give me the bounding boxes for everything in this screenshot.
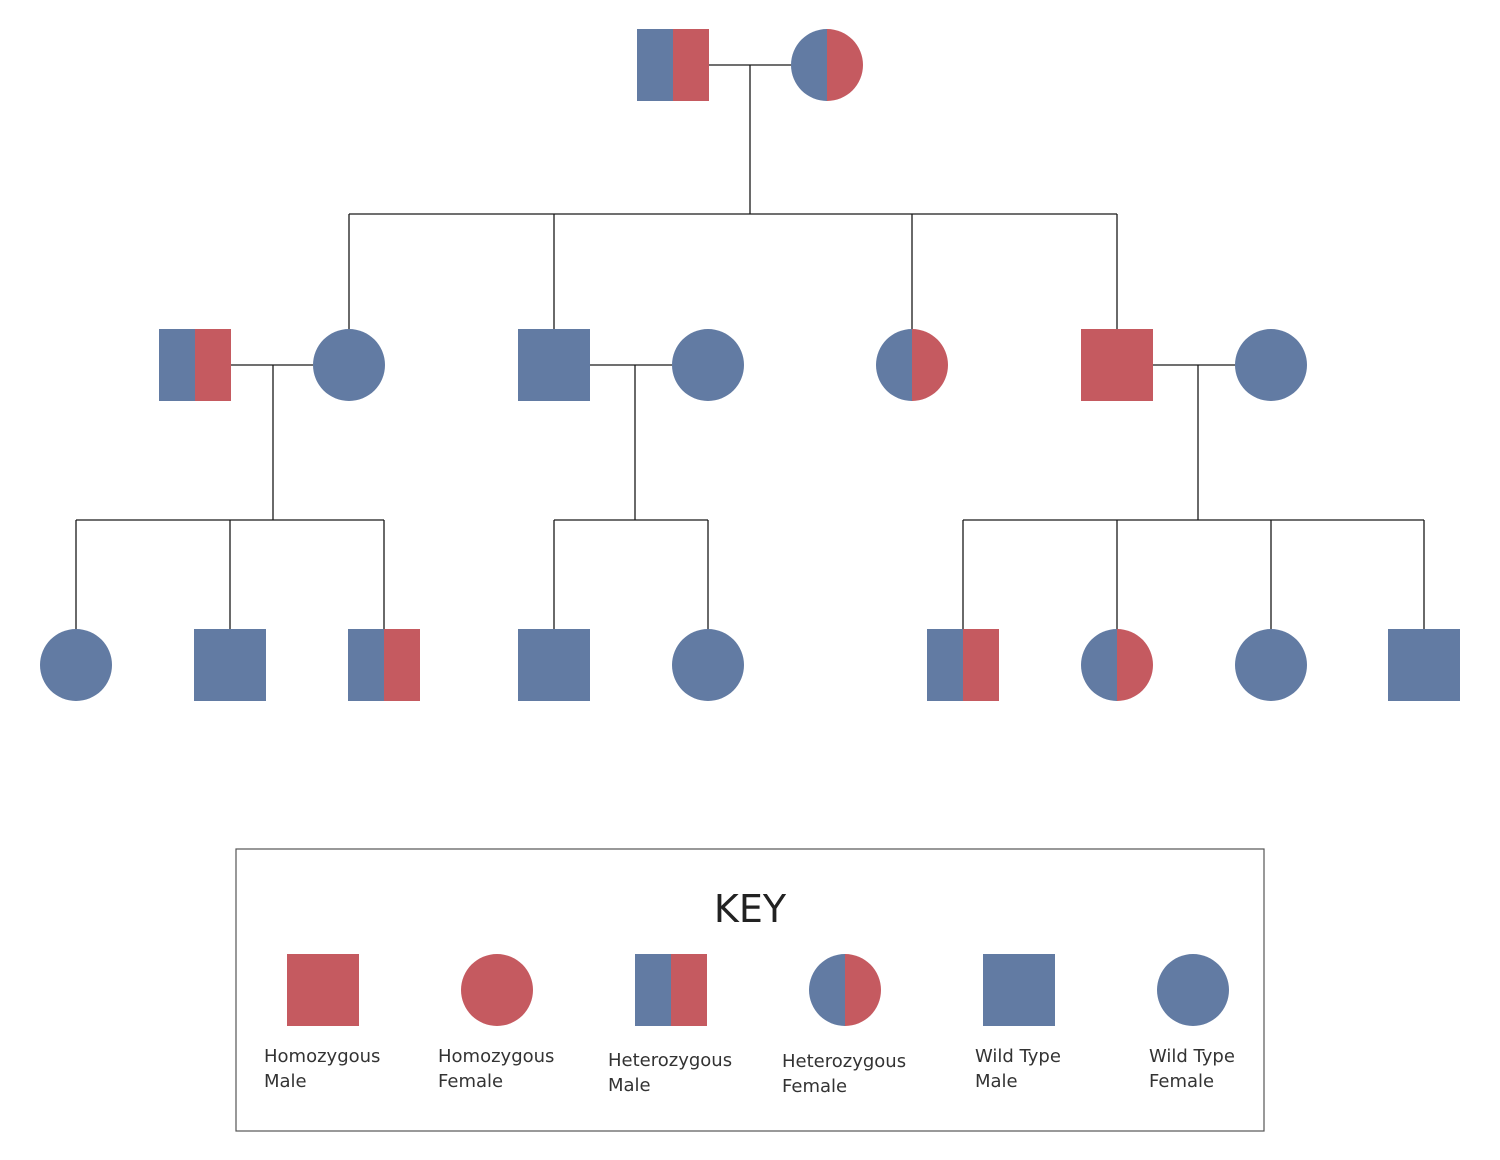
key-label-line2: Male: [264, 1071, 307, 1092]
symbol-left-half: [876, 329, 912, 401]
wild-type-female-symbol: [313, 329, 385, 401]
wild-type-male-symbol: [1388, 629, 1460, 701]
key-homozygous-male-symbol: [287, 954, 359, 1026]
symbol-right-half: [963, 629, 999, 701]
female-circle: [672, 629, 744, 701]
key-homozygous-female-symbol: [461, 954, 533, 1026]
wild-type-male-symbol: [518, 629, 590, 701]
symbol-right-half: [912, 329, 948, 401]
key-label-line2: Female: [782, 1076, 847, 1097]
wild-type-female-symbol: [672, 629, 744, 701]
female-circle: [1235, 629, 1307, 701]
male-square: [518, 629, 590, 701]
pedigree-connectors: [75, 64, 1425, 629]
wild-type-male-symbol: [518, 329, 590, 401]
female-circle: [313, 329, 385, 401]
wild-type-female-symbol: [1235, 629, 1307, 701]
male-square: [518, 329, 590, 401]
male-square: [287, 954, 359, 1026]
female-circle: [1235, 329, 1307, 401]
symbol-right-half: [673, 29, 709, 101]
wild-type-female-symbol: [1235, 329, 1307, 401]
key-wild-type-male-symbol: [983, 954, 1055, 1026]
female-circle: [461, 954, 533, 1026]
symbol-left-half: [791, 29, 827, 101]
symbol-right-half: [195, 329, 231, 401]
symbol-left-half: [159, 329, 195, 401]
heterozygous-male-symbol: [159, 329, 231, 401]
key-label-line1: Homozygous: [438, 1046, 554, 1067]
symbol-left-half: [348, 629, 384, 701]
key-heterozygous-male-symbol: [635, 954, 707, 1026]
heterozygous-male-symbol: [348, 629, 420, 701]
wild-type-male-symbol: [194, 629, 266, 701]
key-heterozygous-female-symbol: [809, 954, 881, 1026]
symbol-left-half: [637, 29, 673, 101]
key-label-line1: Heterozygous: [782, 1051, 906, 1072]
wild-type-female-symbol: [40, 629, 112, 701]
male-square: [194, 629, 266, 701]
female-circle: [40, 629, 112, 701]
key-items: HomozygousMaleHomozygousFemaleHeterozygo…: [264, 954, 1235, 1097]
symbol-right-half: [384, 629, 420, 701]
key-label-line1: Wild Type: [975, 1046, 1061, 1067]
key-wild-type-female-symbol: [1157, 954, 1229, 1026]
key-label-line2: Male: [975, 1071, 1018, 1092]
key-label-line1: Homozygous: [264, 1046, 380, 1067]
key-label-line2: Female: [1149, 1071, 1214, 1092]
male-square: [983, 954, 1055, 1026]
key-box: [235, 848, 1265, 1132]
key-label-line2: Male: [608, 1075, 651, 1096]
homozygous-male-symbol: [1081, 329, 1153, 401]
symbol-left-half: [635, 954, 671, 1026]
pedigree-individuals: [40, 29, 1460, 701]
symbol-left-half: [809, 954, 845, 1026]
heterozygous-male-symbol: [637, 29, 709, 101]
symbol-right-half: [671, 954, 707, 1026]
female-circle: [672, 329, 744, 401]
wild-type-female-symbol: [672, 329, 744, 401]
symbol-right-half: [1117, 629, 1153, 701]
female-circle: [1157, 954, 1229, 1026]
key-label-line1: Heterozygous: [608, 1050, 732, 1071]
key-label-line2: Female: [438, 1071, 503, 1092]
symbol-left-half: [927, 629, 963, 701]
heterozygous-female-symbol: [1081, 629, 1153, 701]
male-square: [1081, 329, 1153, 401]
heterozygous-male-symbol: [927, 629, 999, 701]
key-label-line1: Wild Type: [1149, 1046, 1235, 1067]
heterozygous-female-symbol: [876, 329, 948, 401]
symbol-right-half: [827, 29, 863, 101]
heterozygous-female-symbol: [791, 29, 863, 101]
symbol-left-half: [1081, 629, 1117, 701]
key-legend: KEY HomozygousMaleHomozygousFemaleHetero…: [235, 848, 1265, 1132]
key-title: KEY: [714, 887, 787, 931]
symbol-right-half: [845, 954, 881, 1026]
male-square: [1388, 629, 1460, 701]
